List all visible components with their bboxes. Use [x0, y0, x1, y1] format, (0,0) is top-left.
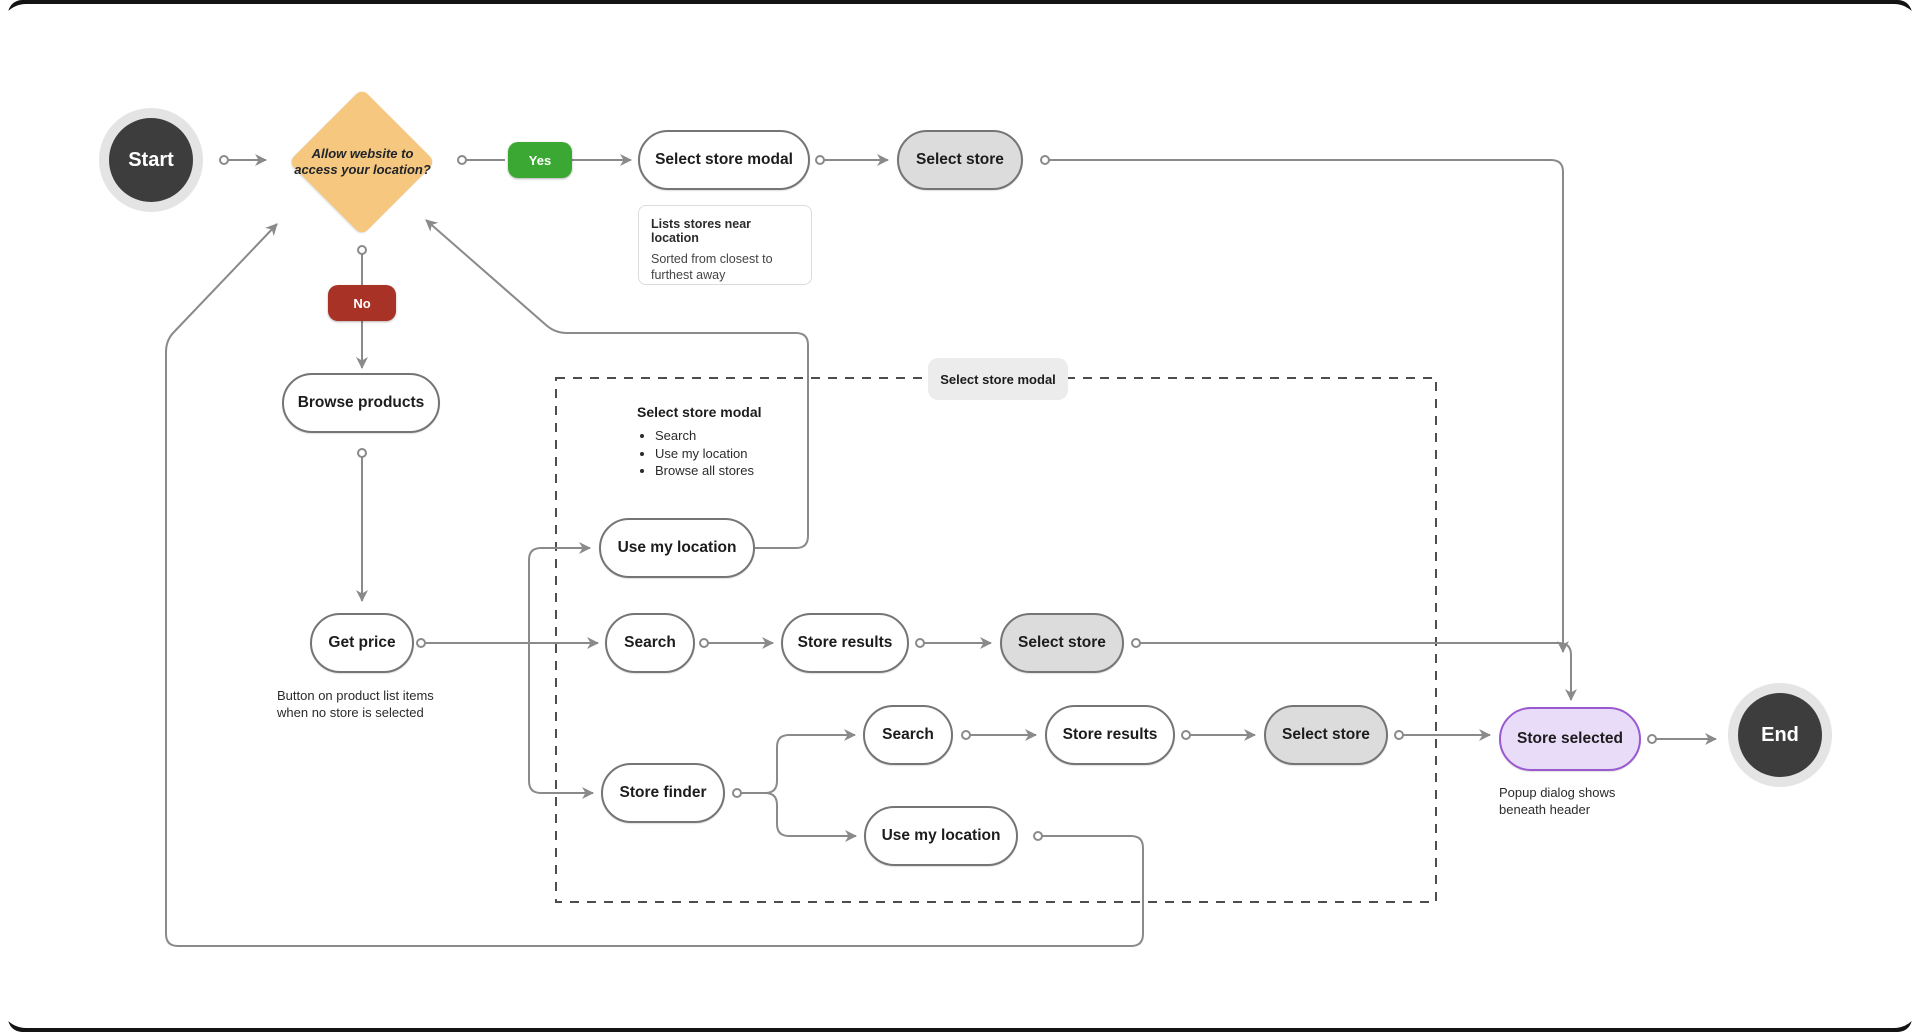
store-results-1-label: Store results	[797, 634, 893, 651]
modal-group-badge-label: Select store modal	[940, 371, 1056, 387]
yes-text: Yes	[528, 152, 552, 168]
modal-group-badge[interactable]: Select store modal	[928, 358, 1068, 400]
modal-info-item: Browse all stores	[655, 462, 857, 480]
store-results-2-node[interactable]: Store results	[1045, 705, 1175, 765]
search-2-node[interactable]: Search	[863, 705, 953, 765]
use-my-location-1-label: Use my location	[617, 539, 737, 556]
modal-info-item: Use my location	[655, 445, 857, 463]
select-store-top-label: Select store	[916, 151, 1004, 168]
select-store-1-label: Select store	[1018, 634, 1106, 651]
store-selected-note-line1: Popup dialog shows	[1499, 785, 1616, 800]
get-price-note-line2: when no store is selected	[277, 704, 424, 720]
use-my-location-2-label: Use my location	[881, 827, 1001, 844]
store-results-2-label: Store results	[1062, 726, 1158, 743]
store-selected-label: Store selected	[1517, 730, 1623, 747]
store-results-1-node[interactable]: Store results	[781, 613, 909, 673]
modal-group-info: Select store modal Search Use my locatio…	[637, 404, 857, 480]
browse-products-label: Browse products	[297, 394, 425, 411]
yes-branch-label[interactable]: Yes	[508, 142, 572, 178]
store-selected-note-line2: beneath header	[1499, 801, 1591, 817]
store-selected-node[interactable]: Store selected	[1499, 707, 1641, 771]
search-1-label: Search	[624, 634, 676, 651]
modal-info-item: Search	[655, 427, 857, 445]
get-price-note-line1: Button on product list items	[277, 688, 434, 703]
no-text: No	[353, 295, 371, 311]
end-label: End	[1761, 723, 1799, 746]
modal-note-title: Lists stores near location	[651, 217, 752, 245]
search-1-node[interactable]: Search	[605, 613, 695, 673]
use-my-location-2-node[interactable]: Use my location	[864, 806, 1018, 866]
select-store-top-node[interactable]: Select store	[897, 130, 1023, 190]
select-store-2-label: Select store	[1282, 726, 1370, 743]
start-label: Start	[128, 148, 174, 171]
select-store-modal-node[interactable]: Select store modal	[638, 130, 810, 190]
modal-group-info-title: Select store modal	[637, 404, 762, 420]
modal-group-info-list: Search Use my location Browse all stores	[637, 427, 857, 480]
get-price-node[interactable]: Get price	[310, 613, 414, 673]
get-price-label: Get price	[328, 634, 396, 651]
get-price-note: Button on product list items when no sto…	[277, 688, 434, 722]
store-finder-node[interactable]: Store finder	[601, 763, 725, 823]
end-node[interactable]: End	[1728, 683, 1832, 787]
no-branch-label[interactable]: No	[328, 285, 396, 321]
browse-products-node[interactable]: Browse products	[282, 373, 440, 433]
start-node[interactable]: Start	[99, 108, 203, 212]
select-store-2-node[interactable]: Select store	[1264, 705, 1388, 765]
select-store-modal-label: Select store modal	[655, 151, 793, 168]
use-my-location-1-node[interactable]: Use my location	[599, 518, 755, 578]
search-2-label: Search	[882, 726, 934, 743]
modal-note-body: Sorted from closest to furthest away	[651, 252, 773, 283]
select-store-1-node[interactable]: Select store	[1000, 613, 1124, 673]
modal-note[interactable]: Lists stores near location Sorted from c…	[638, 205, 812, 285]
store-finder-label: Store finder	[619, 784, 707, 801]
store-selected-note: Popup dialog shows beneath header	[1499, 785, 1615, 819]
location-permission-question: Allow website to access your location?	[294, 145, 431, 177]
